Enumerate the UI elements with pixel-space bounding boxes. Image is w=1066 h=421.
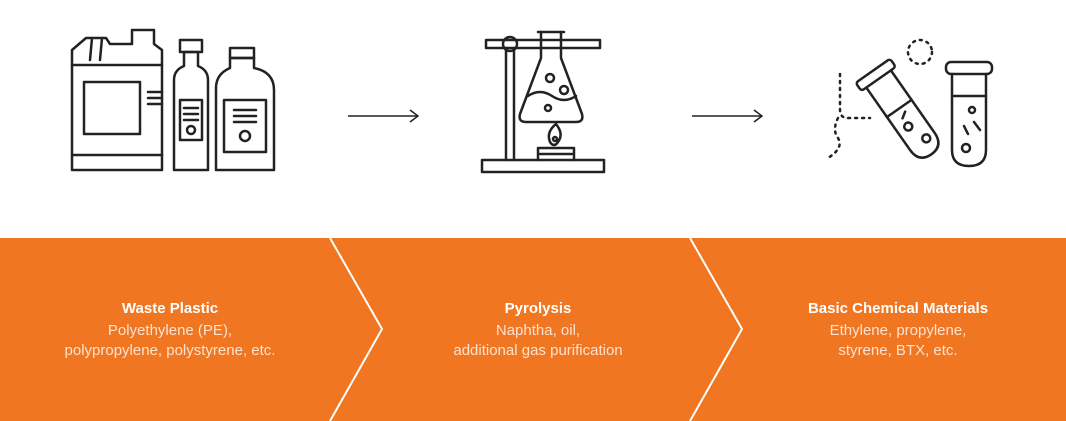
step-description: Naphtha, oil, additional gas purificatio… <box>453 321 622 361</box>
step-pyrolysis: Pyrolysis Naphtha, oil, additional gas p… <box>388 238 688 421</box>
step-description: Ethylene, propylene, styrene, BTX, etc. <box>830 321 967 361</box>
pyrolysis-flask-icon <box>480 30 606 174</box>
step-waste-plastic: Waste Plastic Polyethylene (PE), polypro… <box>20 238 320 421</box>
step-line: Naphtha, oil, <box>495 321 581 339</box>
step-line: additional gas purification <box>453 341 623 359</box>
step-line: styrene, BTX, etc. <box>838 341 958 359</box>
step-description: Polyethylene (PE), polypropylene, polyst… <box>65 321 276 361</box>
test-tubes-icon <box>826 38 994 168</box>
arrow-right-icon <box>692 109 764 123</box>
step-title: Waste Plastic <box>121 299 219 317</box>
process-icons <box>0 0 1066 200</box>
band-background <box>0 238 1066 421</box>
plastic-bottles-icon <box>70 28 276 172</box>
arrow-right-icon <box>348 109 420 123</box>
step-line: polypropylene, polystyrene, etc. <box>64 341 276 359</box>
step-title: Pyrolysis <box>504 299 572 317</box>
step-basic-chemical-materials: Basic Chemical Materials Ethylene, propy… <box>748 238 1048 421</box>
step-line: Polyethylene (PE), <box>107 321 233 339</box>
process-band: Waste Plastic Polyethylene (PE), polypro… <box>0 238 1066 421</box>
step-title: Basic Chemical Materials <box>807 299 989 317</box>
step-line: Ethylene, propylene, <box>829 321 967 339</box>
